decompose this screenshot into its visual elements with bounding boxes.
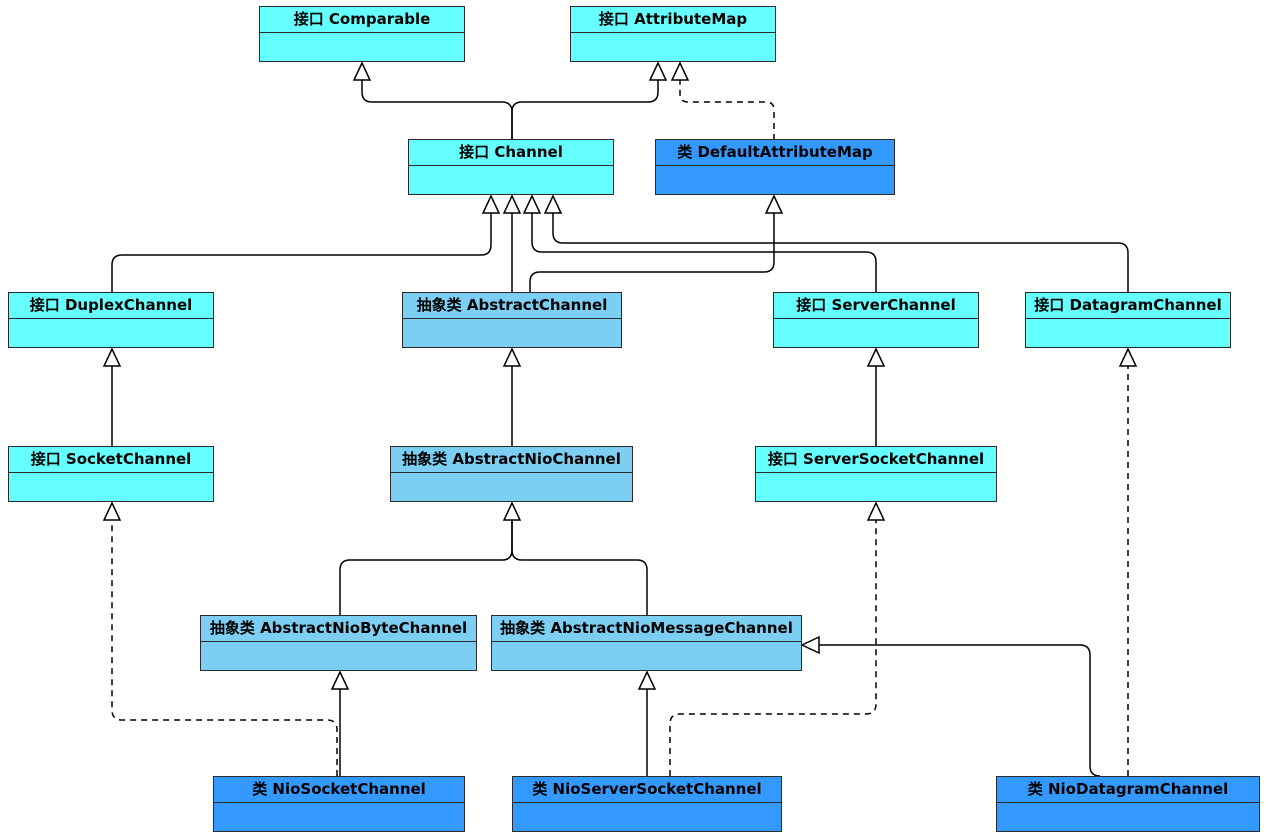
edge-defaultattributemap-attributemap <box>679 80 775 140</box>
arrowhead-attributemap-solid <box>648 61 668 81</box>
arrowhead-serverchannel <box>866 347 886 367</box>
class-title: 类 DefaultAttributeMap <box>656 140 894 166</box>
class-title: 类 NioServerSocketChannel <box>513 777 781 803</box>
edge-abstractniomessagechannel-abstractniochannel <box>511 520 648 615</box>
class-box-duplexchannel[interactable]: 接口 DuplexChannel <box>8 292 214 348</box>
class-box-defaultattributemap[interactable]: 类 DefaultAttributeMap <box>655 139 895 195</box>
edge-channel-comparable <box>361 80 513 140</box>
edge-duplexchannel-channel <box>111 213 492 292</box>
class-box-abstractniobytechannel[interactable]: 抽象类 AbstractNioByteChannel <box>200 615 477 671</box>
class-box-niosocketchannel[interactable]: 类 NioSocketChannel <box>213 776 465 832</box>
class-title: 抽象类 AbstractNioChannel <box>391 447 632 473</box>
class-box-niodatagramchannel[interactable]: 类 NioDatagramChannel <box>996 776 1260 832</box>
arrowhead-comparable <box>352 61 372 81</box>
edge-niosocketchannel-socketchannel <box>111 520 338 776</box>
class-box-attributemap[interactable]: 接口 AttributeMap <box>570 6 776 62</box>
edge-abstractniobytechannel-abstractniochannel <box>339 520 513 615</box>
arrowhead-abstractchannel <box>502 347 522 367</box>
arrowhead-abstractniochannel <box>502 501 522 521</box>
class-box-datagramchannel[interactable]: 接口 DatagramChannel <box>1025 292 1231 348</box>
class-box-serversocketchannel[interactable]: 接口 ServerSocketChannel <box>755 446 997 502</box>
class-box-abstractchannel[interactable]: 抽象类 AbstractChannel <box>402 292 622 348</box>
edge-datagramchannel-channel <box>552 213 1129 292</box>
arrowhead-abstractniomessagechannel-top <box>637 670 657 690</box>
class-title: 抽象类 AbstractNioMessageChannel <box>492 616 801 642</box>
edge-channel-attributemap <box>511 80 659 140</box>
class-box-channel[interactable]: 接口 Channel <box>408 139 614 195</box>
arrowhead-duplexchannel <box>102 347 122 367</box>
arrowhead-abstractniomessagechannel-side <box>800 635 820 655</box>
class-box-nioserversocketchannel[interactable]: 类 NioServerSocketChannel <box>512 776 782 832</box>
class-title: 抽象类 AbstractChannel <box>403 293 621 319</box>
edge-serverchannel-channel <box>531 213 877 292</box>
class-title: 接口 DatagramChannel <box>1026 293 1230 319</box>
arrowhead-serversocketchannel <box>866 501 886 521</box>
edge-nioserversocketchannel-serversocketchannel <box>669 520 877 776</box>
arrowhead-channel-4 <box>543 194 563 214</box>
class-title: 接口 Comparable <box>260 7 464 33</box>
class-box-socketchannel[interactable]: 接口 SocketChannel <box>8 446 214 502</box>
arrowhead-attributemap-dashed <box>670 61 690 81</box>
class-title: 接口 Channel <box>409 140 613 166</box>
class-box-serverchannel[interactable]: 接口 ServerChannel <box>773 292 979 348</box>
arrowhead-socketchannel <box>102 501 122 521</box>
arrowhead-datagramchannel <box>1118 347 1138 367</box>
arrowhead-defaultattributemap <box>764 194 784 214</box>
class-title: 接口 DuplexChannel <box>9 293 213 319</box>
class-title: 接口 ServerSocketChannel <box>756 447 996 473</box>
class-title: 接口 SocketChannel <box>9 447 213 473</box>
class-title: 抽象类 AbstractNioByteChannel <box>201 616 476 642</box>
class-title: 接口 AttributeMap <box>571 7 775 33</box>
class-box-abstractniomessagechannel[interactable]: 抽象类 AbstractNioMessageChannel <box>491 615 802 671</box>
edge-abstractchannel-defaultattributemap <box>529 213 775 292</box>
class-title: 类 NioDatagramChannel <box>997 777 1259 803</box>
class-title: 类 NioSocketChannel <box>214 777 464 803</box>
arrowhead-channel-3 <box>522 194 542 214</box>
class-title: 接口 ServerChannel <box>774 293 978 319</box>
arrowhead-channel-2 <box>502 194 522 214</box>
edge-niodatagramchannel-abstractniomessagechannel <box>819 644 1101 777</box>
class-box-abstractniochannel[interactable]: 抽象类 AbstractNioChannel <box>390 446 633 502</box>
class-box-comparable[interactable]: 接口 Comparable <box>259 6 465 62</box>
arrowhead-channel-1 <box>481 194 501 214</box>
arrowhead-abstractniobytechannel <box>330 670 350 690</box>
